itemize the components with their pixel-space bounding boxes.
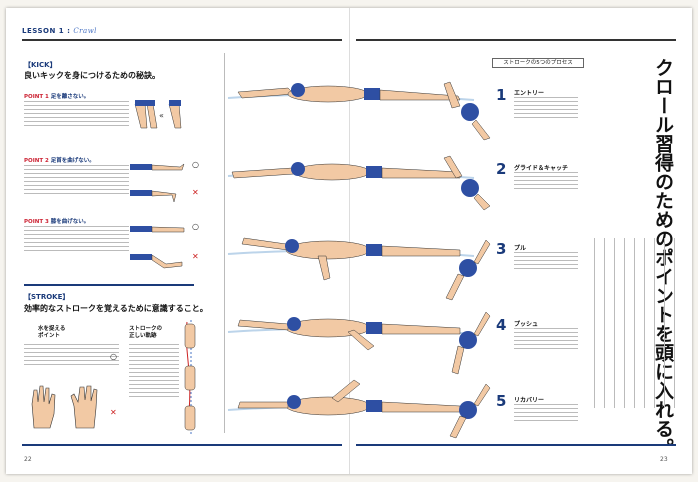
kick-tag: 【KICK】 [24, 61, 57, 69]
wrong-mark-1: ✕ [192, 188, 199, 197]
wrong-mark-2: ✕ [192, 252, 199, 261]
point-3-text [24, 226, 129, 254]
lesson-name: Crawl [73, 27, 97, 35]
ankle-illustration [130, 163, 185, 203]
top-view-illustrations [443, 81, 491, 439]
step-2-title: グライド＆キャッチ [514, 165, 569, 172]
point-1-text [24, 101, 129, 129]
step-5-title: リカバリー [514, 397, 545, 404]
step-3-number: 3 [496, 240, 507, 258]
top-rule-right [356, 39, 676, 41]
swimmer-5 [227, 379, 475, 416]
point-2-text [24, 165, 129, 197]
step-1-text [514, 97, 578, 121]
kick-heading: 良いキックを身につけるための秘訣。 [24, 71, 160, 80]
correct-mark-3: ○ [110, 352, 117, 361]
bottom-rule-left [22, 444, 342, 446]
wrong-mark-3: ✕ [110, 408, 117, 417]
lesson-label: LESSON 1 : [22, 27, 71, 35]
trajectory-title: ストロークの 正しい軌跡 [129, 326, 163, 339]
swimmer-3 [227, 237, 475, 281]
svg-text:«: « [159, 111, 164, 120]
bottom-rule-right [356, 444, 676, 446]
page-number-left: 22 [24, 456, 32, 463]
column-divider [224, 53, 225, 433]
point-2-title: POINT 2 足首を曲げない。 [24, 158, 95, 164]
swimmer-2 [227, 162, 475, 181]
section-divider [24, 284, 194, 286]
right-page-title: クロール習得のためのポイントを頭に入れる。 [652, 58, 674, 457]
knee-illustration [130, 226, 185, 269]
point-3-title: POINT 3 膝を曲げない。 [24, 219, 90, 225]
step-2-text [514, 172, 578, 192]
swimmer-4 [227, 317, 475, 351]
magazine-spread: LESSON 1 : Crawl 【KICK】 良いキックを身につけるための秘訣… [6, 8, 692, 474]
step-5-number: 5 [496, 392, 507, 410]
swimmer-1 [227, 83, 475, 103]
stroke-tag: 【STROKE】 [24, 293, 70, 301]
step-4-title: プッシュ [514, 321, 539, 328]
stroke-heading: 効率的なストロークを覚えるために意識すること。 [24, 304, 208, 313]
step-2-number: 2 [496, 160, 507, 178]
page-gutter [349, 8, 350, 474]
step-3-title: プル [514, 245, 527, 252]
step-1-number: 1 [496, 86, 507, 104]
lesson-header: LESSON 1 : Crawl [22, 27, 97, 35]
step-1-title: エントリー [514, 90, 545, 97]
correct-mark-2: ○ [192, 222, 199, 231]
step-4-number: 4 [496, 316, 507, 334]
legs-illustration-1: « [134, 100, 182, 129]
point-1-title: POINT 1 足を離さない。 [24, 94, 90, 100]
stroke-trajectory-illustration [184, 320, 196, 434]
step-3-text [514, 252, 578, 272]
step-4-text [514, 328, 578, 352]
process-box: ストロークの5つのプロセス [492, 58, 584, 68]
step-5-text [514, 404, 578, 424]
page-number-right: 23 [660, 456, 668, 463]
trajectory-text [129, 344, 179, 400]
top-rule-left [22, 39, 342, 41]
hand-point-text [24, 344, 119, 368]
swimmer-illustrations [227, 83, 475, 416]
correct-mark-1: ○ [192, 160, 199, 169]
hand-point-title: 水を捉える ポイント [38, 326, 66, 339]
hand-illustration [31, 385, 98, 429]
